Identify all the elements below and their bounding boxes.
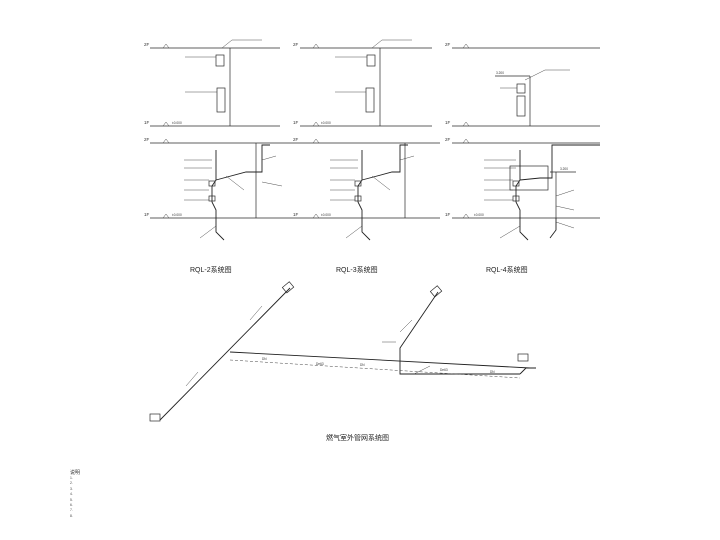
elevation-label-top: 3.200 (560, 167, 568, 171)
level-label-1f: 1F (144, 212, 150, 217)
level-label-2f: 2F (293, 137, 299, 142)
note-item: 1. (70, 476, 73, 480)
level-label-2f: 2F (293, 42, 299, 47)
notes-heading: 说明 (70, 470, 81, 476)
level-label-1f: 1F (293, 212, 299, 217)
note-item: 5. (70, 497, 73, 502)
level-label-2f: 2F (445, 137, 451, 142)
note-item: 4. (70, 492, 73, 497)
system-title-rql2: RQL-2系统图 (190, 265, 232, 274)
pipe-label: DN (490, 370, 495, 374)
level-label-1f: 1F (144, 120, 150, 125)
system-title-rql4: RQL-4系统图 (486, 265, 528, 274)
pipe-label: De63 (316, 362, 324, 366)
main-drawing-title: 燃气室外管网系统图 (326, 433, 389, 442)
level-label-1f: 1F (293, 120, 299, 125)
note-item: 8. (70, 513, 73, 518)
system-title-rql3: RQL-3系统图 (336, 265, 378, 274)
elevation-label: ±0.000 (172, 213, 182, 217)
riser-system-rql2: 2F 1F ±0.000 (144, 137, 300, 241)
elevation-detail-2: 2F 1F ±0.000 (293, 39, 432, 127)
riser-system-rql3: 2F 1F ±0.000 (293, 137, 440, 241)
note-item: 7. (70, 508, 73, 513)
notes-list: 1. 2. 3. 4. 5. 6. 7. 8. (70, 476, 330, 519)
note-item: 6. (70, 503, 73, 508)
elevation-detail-1: 2F 1F ±0.000 (144, 39, 280, 127)
riser-system-rql4: 2F 1F ±0.000 3.200 (445, 137, 600, 241)
pipe-label: De63 (440, 368, 448, 372)
elevation-label: ±0.000 (474, 213, 484, 217)
elevation-label: ±0.000 (321, 121, 331, 125)
level-label-2f: 2F (144, 42, 150, 47)
note-item: 3. (70, 486, 73, 491)
elevation-detail-3: 2F 1F 3.200 (445, 42, 600, 127)
note-item: 2. (70, 481, 73, 486)
pipe-label: DN (262, 357, 267, 361)
outdoor-network-isometric: DN De63 DN De63 DN (149, 281, 536, 422)
pipe-label: DN (360, 363, 365, 367)
level-label-2f: 2F (144, 137, 150, 142)
elevation-label-top: 3.200 (496, 71, 504, 75)
elevation-label: ±0.000 (321, 213, 331, 217)
level-label-1f: 1F (445, 212, 451, 217)
level-label-2f: 2F (445, 42, 451, 47)
elevation-label: ±0.000 (172, 121, 182, 125)
level-label-1f: 1F (445, 120, 451, 125)
